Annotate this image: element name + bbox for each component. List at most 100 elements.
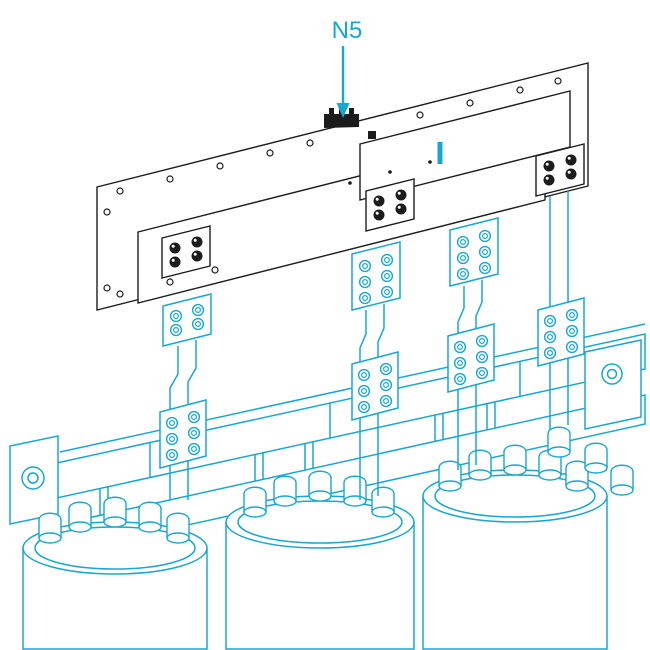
bolt-icon (169, 242, 181, 254)
mounting-plate-assembly (96, 62, 589, 311)
rivet-dot (428, 160, 432, 164)
hole-icon (306, 139, 314, 147)
bolt-icon (380, 269, 394, 283)
bushing-icon (468, 449, 492, 481)
hole-icon (516, 86, 524, 94)
bolt-icon (456, 267, 470, 281)
bolt-icon (475, 366, 489, 380)
bolt-icon (169, 309, 183, 323)
hole-icon (116, 187, 124, 195)
bolt-icon (379, 394, 393, 408)
bushing-icon (503, 444, 527, 476)
bolt-icon (453, 356, 467, 370)
bushing-icon (547, 426, 571, 458)
transformer-pot-3 (422, 469, 608, 650)
bolt-icon (357, 384, 371, 398)
bolt-icon (478, 261, 492, 275)
hole-icon (216, 162, 224, 170)
bushing-icon (584, 442, 608, 474)
bracket-hole-inner (606, 368, 618, 380)
bushing-icon (166, 512, 190, 544)
bolt-icon (358, 291, 372, 305)
left-bracket (9, 435, 59, 525)
bolt-icon (453, 340, 467, 354)
n5-label: N5 (332, 17, 363, 44)
bolt-icon (358, 259, 372, 273)
bolt-cluster-left (161, 225, 211, 279)
bolt-icon (543, 314, 557, 328)
bushing-icon (610, 464, 634, 496)
bolt-icon (565, 154, 577, 166)
hole-icon (116, 290, 124, 298)
bushing-icon (273, 475, 297, 507)
bolt-icon (165, 432, 179, 446)
hole-icon (211, 266, 219, 274)
bushing-icon (243, 486, 267, 518)
hole-icon (554, 77, 562, 85)
bolt-icon (543, 174, 555, 186)
bolt-icon (379, 378, 393, 392)
bolt-icon (357, 400, 371, 414)
bolt-icon (543, 346, 557, 360)
bushing-icon (371, 486, 395, 518)
bolt-cluster-right (535, 143, 585, 197)
bolt-icon (358, 275, 372, 289)
bolt-icon (565, 168, 577, 180)
hole-icon (103, 208, 111, 216)
bolt-icon (373, 195, 385, 207)
bolt-icon (169, 323, 183, 337)
dropper-bar-4 (537, 191, 585, 430)
down-arrow-icon (336, 103, 350, 118)
bushing-icon (343, 475, 367, 507)
hole-icon (103, 284, 111, 292)
dropper-bar-2 (351, 241, 401, 500)
bolt-icon (478, 245, 492, 259)
transformer-pot-2 (225, 495, 415, 650)
hole-icon (416, 111, 424, 119)
bolt-icon (456, 235, 470, 249)
hole-icon (466, 99, 474, 107)
bolt-icon (543, 330, 557, 344)
bolt-icon (169, 256, 181, 268)
bolt-icon (380, 253, 394, 267)
bolt-icon (456, 251, 470, 265)
clip-detail (368, 131, 376, 139)
bolt-icon (191, 317, 205, 331)
bolt-icon (191, 236, 203, 248)
dropper-bar-3 (447, 217, 499, 470)
bolt-icon (379, 362, 393, 376)
bolt-icon (475, 334, 489, 348)
bushing-icon (138, 501, 162, 533)
bolt-icon (380, 285, 394, 299)
transformer-pots (22, 469, 608, 650)
rivet-dot (348, 181, 352, 185)
bolt-icon (165, 448, 179, 462)
bolt-icon (453, 372, 467, 386)
bolt-icon (187, 426, 201, 440)
terminal-comb (324, 108, 359, 128)
bushing-icon (103, 496, 127, 528)
hole-icon (266, 149, 274, 157)
transformer-pot-1 (22, 521, 208, 650)
hole-icon (166, 175, 174, 183)
right-bracket (584, 339, 642, 430)
bolt-icon (475, 350, 489, 364)
bolt-icon (565, 340, 579, 354)
bolt-icon (478, 229, 492, 243)
bolt-icon (565, 308, 579, 322)
bolt-icon (565, 324, 579, 338)
bolt-icon (165, 416, 179, 430)
bolt-icon (187, 442, 201, 456)
bolt-icon (395, 203, 407, 215)
rivet-dot (388, 170, 392, 174)
bolt-icon (373, 209, 385, 221)
bolt-cluster-center (365, 178, 415, 232)
bushing-icon (68, 501, 92, 533)
bolt-icon (395, 189, 407, 201)
bolt-icon (191, 250, 203, 262)
bolt-icon (191, 303, 205, 317)
hole-icon (166, 278, 174, 286)
bolt-icon (543, 160, 555, 172)
